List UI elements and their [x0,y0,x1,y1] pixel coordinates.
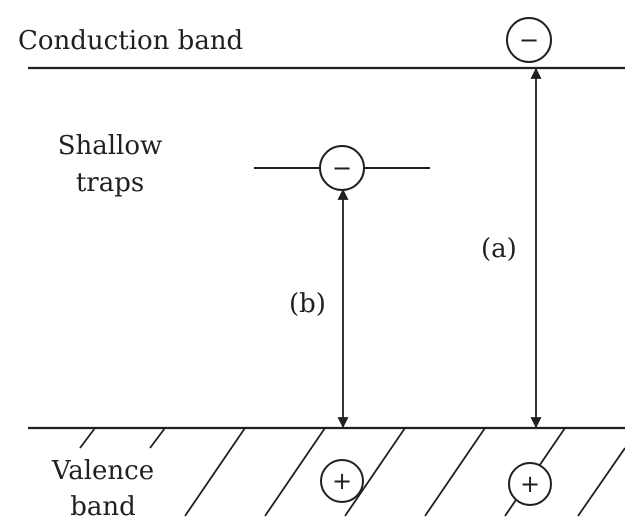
electron-shallow-trap: − [319,145,365,191]
electron-symbol: − [519,26,539,54]
hole-a: + [508,462,552,506]
valence-band-label-line1: Valence [38,456,168,486]
transition-b-label: (b) [289,289,326,319]
hole-symbol: + [520,470,540,498]
valence-band-label-line2: band [38,492,168,522]
conduction-band-label: Conduction band [18,26,244,56]
transition-a-label: (a) [481,234,517,264]
hole-symbol: + [332,467,352,495]
valence-band-hatching [79,427,625,517]
shallow-traps-label-line2: traps [75,168,145,198]
shallow-traps-label-line1: Shallow [57,131,163,161]
hole-b: + [320,459,364,503]
electron-conduction-band: − [506,17,552,63]
electron-symbol: − [332,154,352,182]
